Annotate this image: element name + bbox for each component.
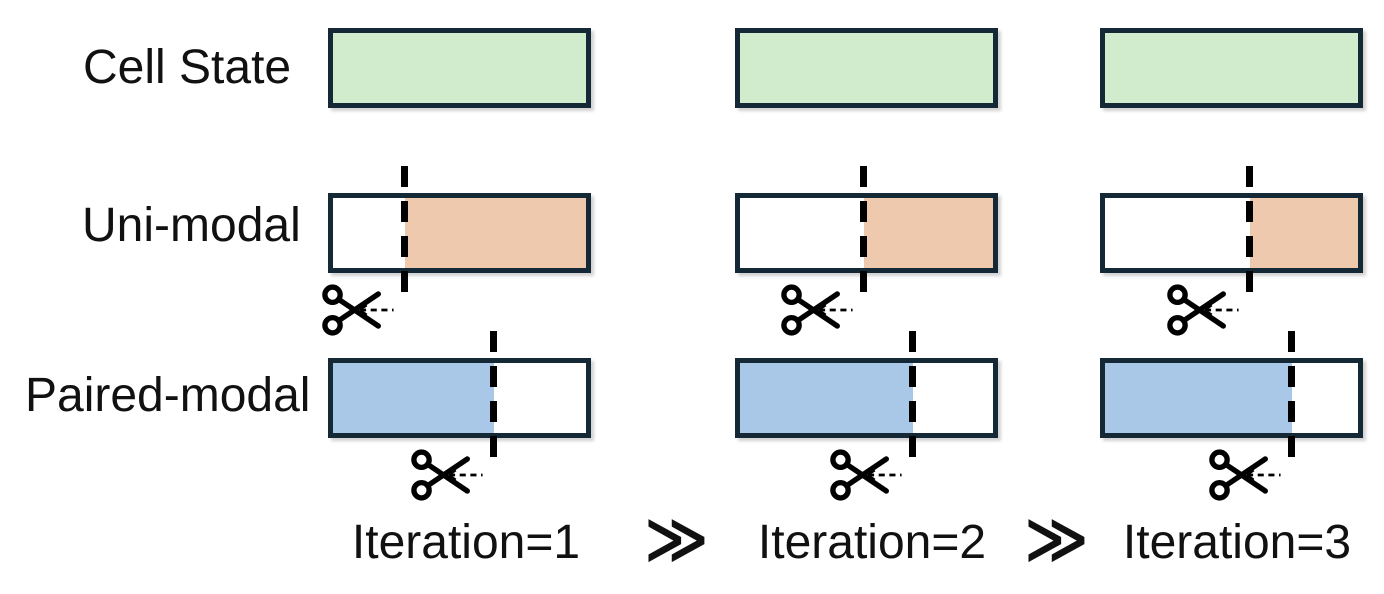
- scissors-cut-icon: [322, 284, 394, 336]
- scissors-cut-icon: [780, 284, 853, 336]
- cut-line: [1246, 166, 1254, 306]
- paired-modal-bar: [735, 331, 998, 501]
- cell-state-fill: [740, 33, 993, 103]
- uni-modal-kept-segment: [863, 198, 993, 268]
- paired-modal-bar: [328, 331, 591, 501]
- cell-state-bar: [1100, 28, 1363, 108]
- scissors-cut-icon: [1167, 284, 1240, 336]
- paired-modal-kept-segment: [333, 363, 494, 433]
- cell-state-fill: [333, 33, 586, 103]
- uni-modal-kept-segment: [405, 198, 586, 268]
- uni-modal-bar: [735, 166, 998, 336]
- double-chevron-icon: ≫: [644, 502, 709, 575]
- cell-state-fill: [1105, 33, 1358, 103]
- cut-line: [1288, 331, 1296, 471]
- scissors-cut-icon: [411, 449, 483, 501]
- cut-line: [908, 331, 916, 471]
- scissors-cut-icon: [830, 449, 902, 501]
- cell-state-bar: [735, 28, 998, 108]
- paired-modal-bar: [1100, 331, 1363, 501]
- uni-modal-bar: [322, 166, 591, 336]
- iteration-label-3: Iteration=3: [1122, 516, 1352, 569]
- cut-line: [401, 166, 409, 306]
- row-label-uni-modal: Uni-modal: [82, 199, 301, 252]
- paired-modal-kept-segment: [1105, 363, 1293, 433]
- scissors-cut-icon: [1209, 449, 1282, 501]
- row-label-cell-state: Cell State: [83, 41, 292, 94]
- cut-line: [859, 166, 867, 306]
- row-label-paired-modal: Paired-modal: [25, 369, 311, 422]
- iteration-label-2: Iteration=2: [757, 516, 987, 569]
- uni-modal-kept-segment: [1250, 198, 1358, 268]
- uni-modal-bar: [1100, 166, 1363, 336]
- paired-modal-kept-segment: [740, 363, 913, 433]
- iteration-label-1: Iteration=1: [351, 516, 581, 569]
- cell-state-bar: [328, 28, 591, 108]
- double-chevron-icon: ≫: [1024, 502, 1089, 575]
- cut-line: [489, 331, 497, 471]
